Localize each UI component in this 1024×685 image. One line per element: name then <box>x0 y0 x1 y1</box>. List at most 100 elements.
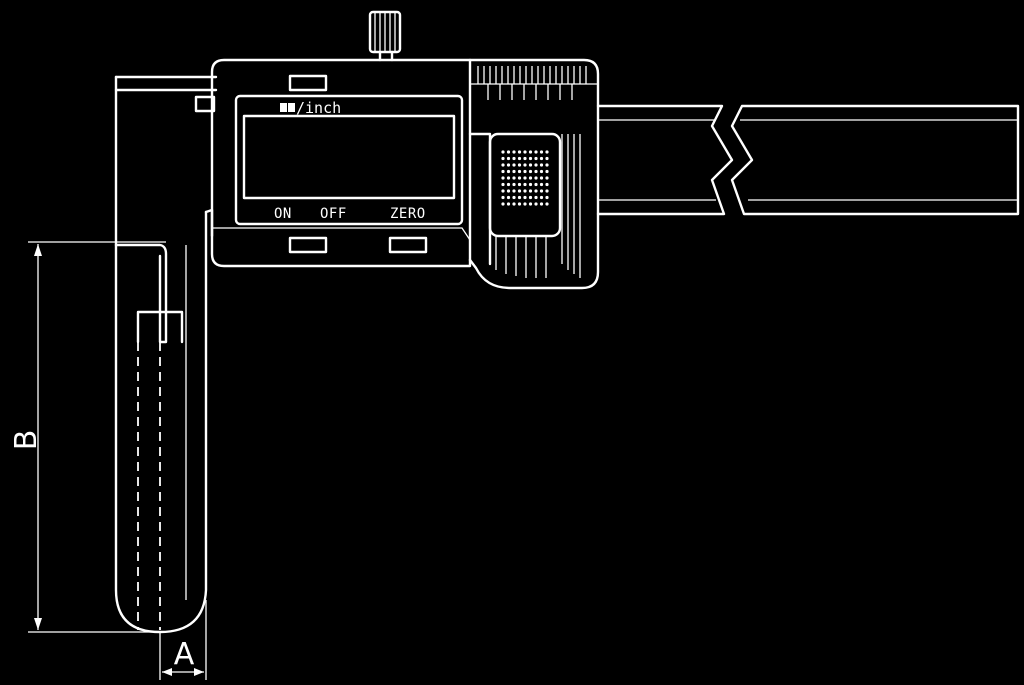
grip-dot <box>528 156 533 161</box>
mm-symbol-1 <box>280 103 287 112</box>
on-off-button[interactable] <box>288 236 328 254</box>
grip-dot <box>523 195 527 200</box>
grip-dot <box>534 189 538 193</box>
grip-dot <box>528 169 533 174</box>
grip-dot <box>501 163 505 167</box>
dimension-a: A <box>159 600 207 680</box>
dimension-b: B <box>9 241 166 633</box>
grip-dot <box>528 150 533 154</box>
grip-dot <box>539 169 544 174</box>
grip-dot <box>501 182 505 187</box>
grip-dot <box>512 195 516 200</box>
grip-dot <box>512 169 516 174</box>
grip-dot <box>523 202 527 206</box>
grip-dot <box>517 163 522 167</box>
grip-dot <box>517 202 522 206</box>
grip-dot <box>501 202 505 206</box>
grip-dot <box>528 202 533 206</box>
grip-dots <box>501 150 549 206</box>
grip-dot <box>534 195 538 200</box>
measuring-blade <box>136 310 184 630</box>
grip-dot <box>534 182 538 187</box>
grip-dot <box>523 156 527 161</box>
dimension-b-label: B <box>9 430 44 451</box>
grip-dot <box>528 195 533 200</box>
zero-button[interactable] <box>388 236 428 254</box>
grip-dot <box>539 156 544 161</box>
grip-dot <box>506 182 511 187</box>
grip-dot <box>534 202 538 206</box>
grip-dot <box>501 176 505 180</box>
grip-dot <box>528 163 533 167</box>
grip-dot <box>517 195 522 200</box>
grip-dot <box>539 176 544 180</box>
grip-dot <box>517 169 522 174</box>
mm-symbol-2 <box>288 103 295 112</box>
grip-dot <box>512 176 516 180</box>
grip-dot <box>545 156 549 161</box>
grip-dot <box>534 156 538 161</box>
grip-dot <box>501 150 505 154</box>
grip-housing <box>468 58 600 290</box>
grip-dot <box>506 176 511 180</box>
grip-dot <box>545 202 549 206</box>
grip-dot <box>506 150 511 154</box>
lcd-frame <box>234 94 464 226</box>
grip-dot <box>501 169 505 174</box>
grip-dot <box>501 189 505 193</box>
grip-dot <box>523 169 527 174</box>
fixed-jaw <box>114 75 218 634</box>
display-body: /inch ON OFF ZERO <box>210 10 472 268</box>
grip-dot <box>534 163 538 167</box>
grip-dot <box>506 189 511 193</box>
grip-dot <box>506 202 511 206</box>
grip-dot <box>545 182 549 187</box>
grip-dot <box>545 163 549 167</box>
grip-dot <box>512 182 516 187</box>
grip-dot <box>528 182 533 187</box>
grip-dot <box>512 156 516 161</box>
grip-dot <box>523 163 527 167</box>
grip-dot <box>506 195 511 200</box>
grip-dot <box>545 195 549 200</box>
dimension-a-label: A <box>174 637 195 672</box>
grip-dot <box>523 176 527 180</box>
grip-dot <box>517 189 522 193</box>
grip-dot <box>534 169 538 174</box>
grip-dot <box>539 202 544 206</box>
grip-dot <box>534 176 538 180</box>
grip-dot <box>539 163 544 167</box>
grip-dot <box>512 189 516 193</box>
grip-dot <box>528 189 533 193</box>
grip-dot <box>506 156 511 161</box>
grip-dot <box>517 156 522 161</box>
grip-dot <box>539 182 544 187</box>
grip-dot <box>534 150 538 154</box>
grip-dot <box>501 195 505 200</box>
grip-dot <box>512 202 516 206</box>
grip-dot <box>545 189 549 193</box>
lcd-screen <box>242 114 456 200</box>
grip-dot <box>523 150 527 154</box>
grip-dot <box>545 169 549 174</box>
beam <box>596 104 1020 216</box>
grip-dot <box>517 182 522 187</box>
on-label: ON <box>274 206 292 222</box>
top-button[interactable] <box>288 74 328 92</box>
grip-dot <box>545 176 549 180</box>
grip-dot <box>539 150 544 154</box>
off-label: OFF <box>320 206 347 222</box>
grip-dot <box>501 156 505 161</box>
zero-label: ZERO <box>390 206 426 222</box>
grip-dot <box>523 182 527 187</box>
grip-dot <box>512 150 516 154</box>
grip-dot <box>517 176 522 180</box>
grip-dot <box>512 163 516 167</box>
unit-label: /inch <box>296 99 341 117</box>
grip-dot <box>506 169 511 174</box>
grip-dot <box>539 195 544 200</box>
grip-dot <box>523 189 527 193</box>
grip-dot <box>517 150 522 154</box>
